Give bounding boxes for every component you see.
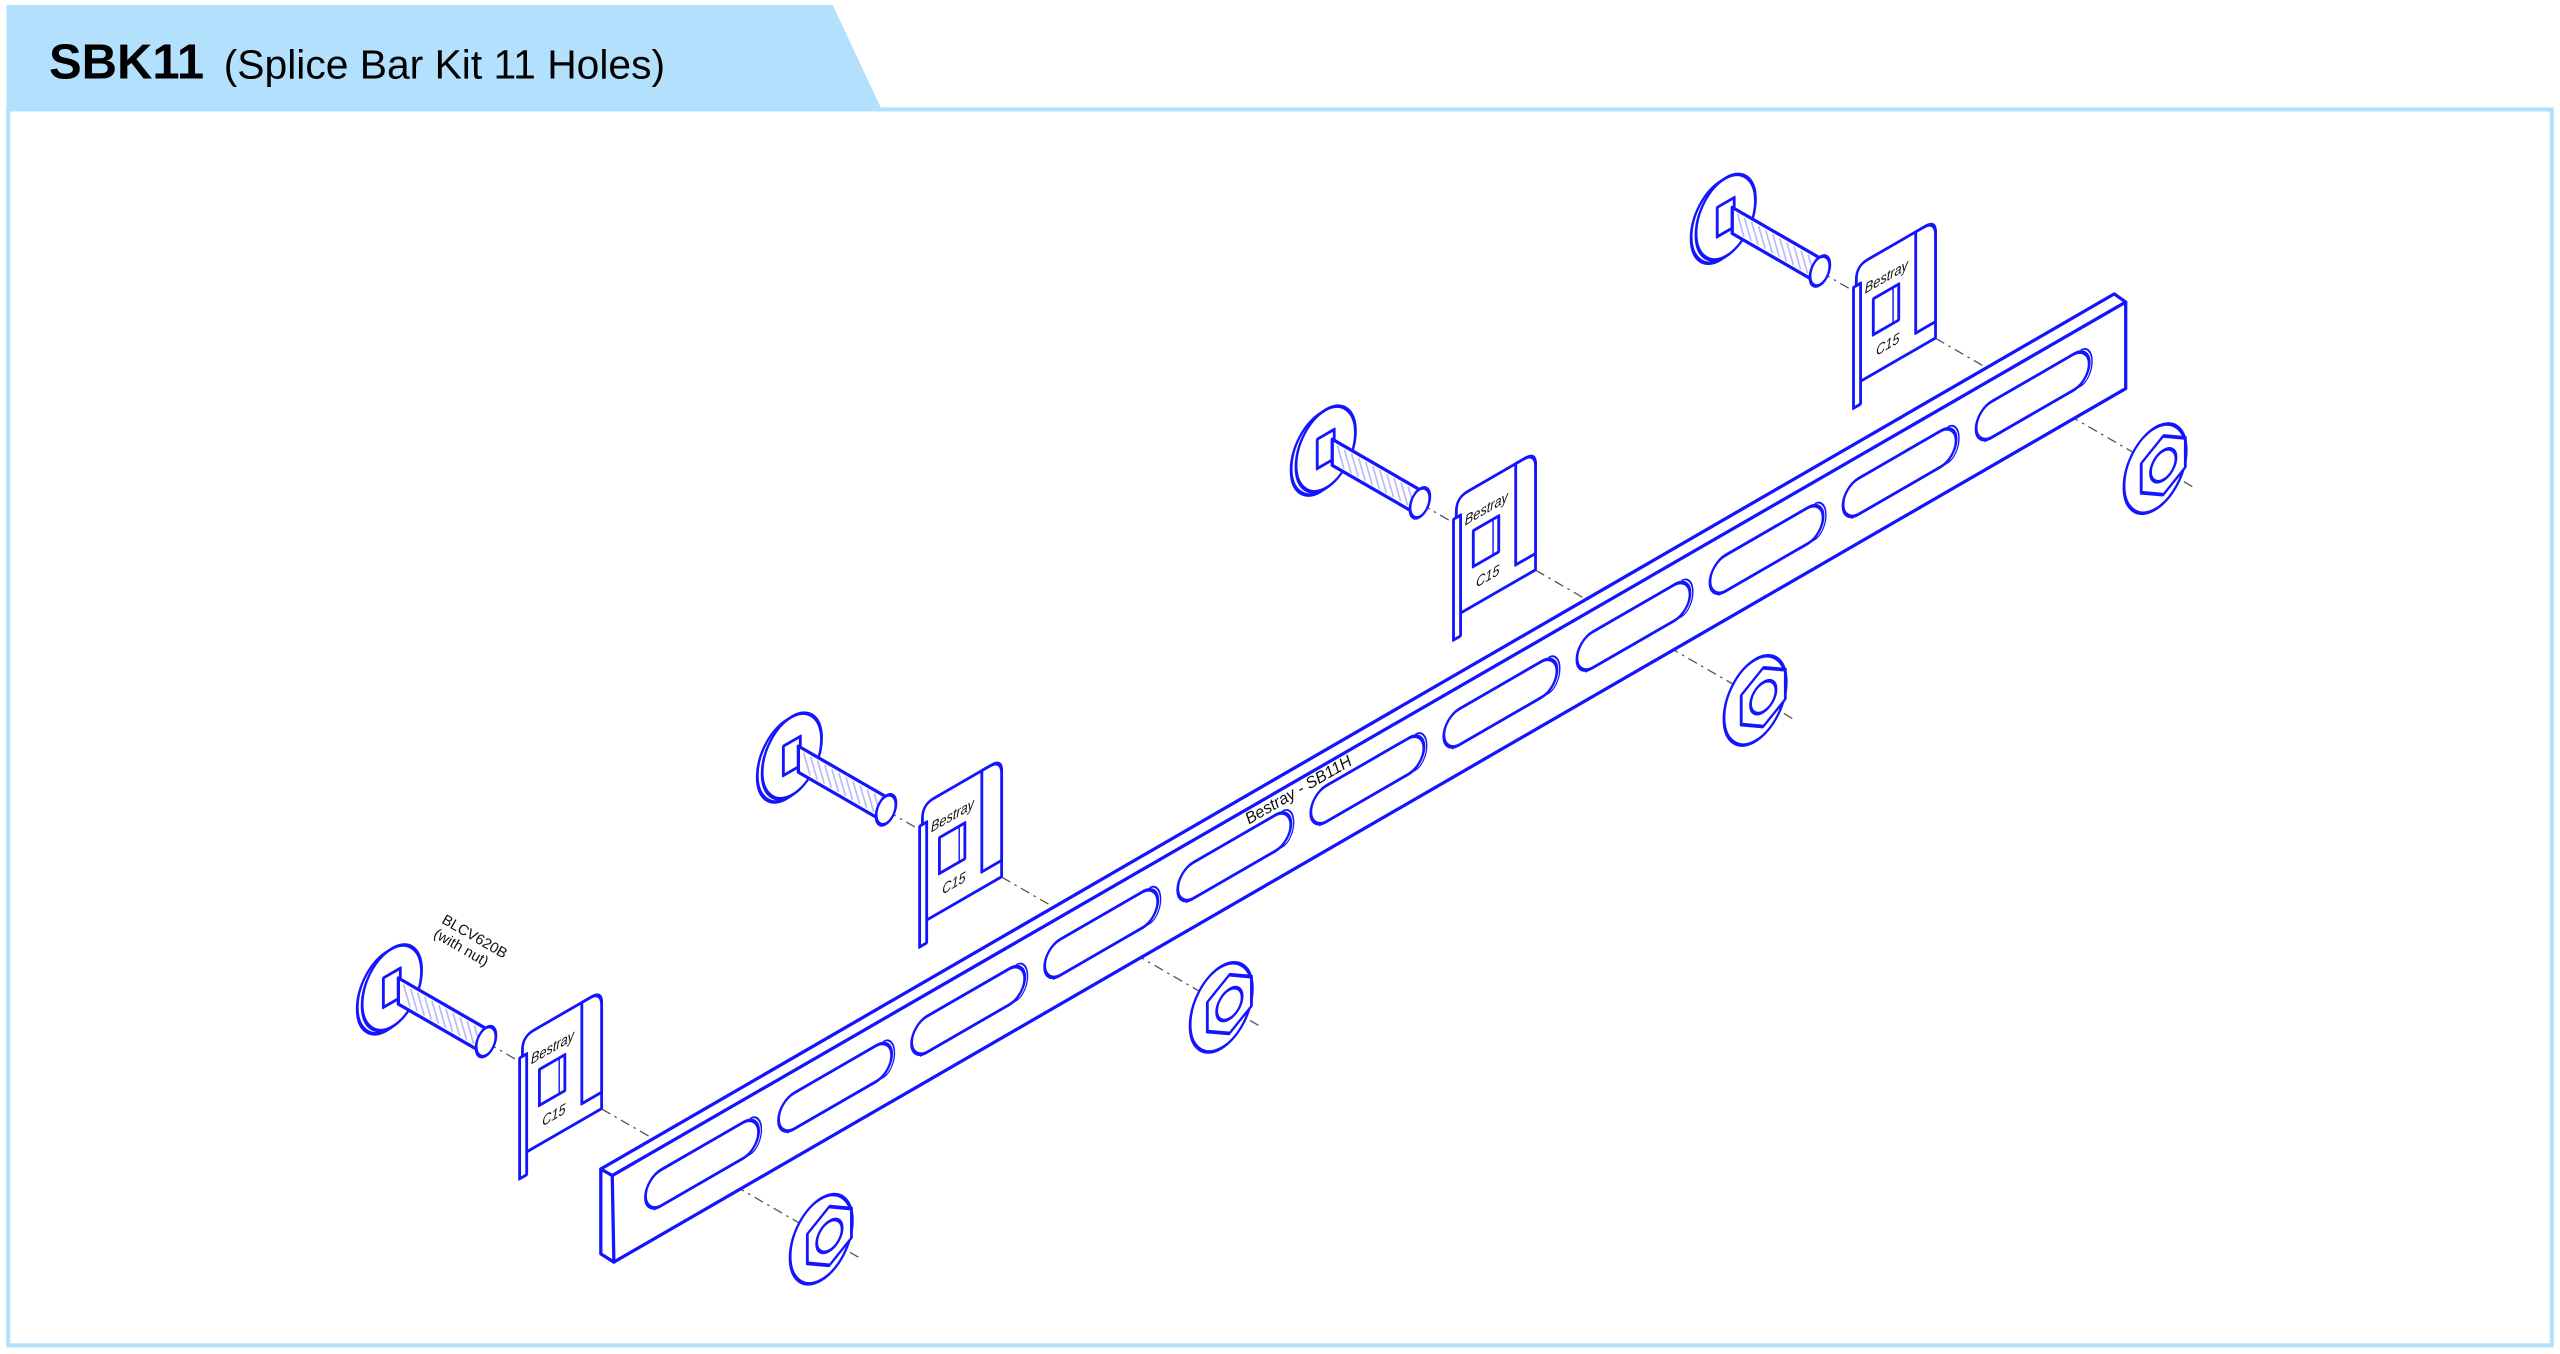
nut-hole — [1215, 985, 1244, 1023]
clip-edge — [1852, 281, 1862, 411]
bolt-tip — [1808, 254, 1832, 288]
nut-hole — [815, 1217, 844, 1255]
carriage-bolt — [355, 943, 498, 1059]
diagram-frame — [6, 107, 2554, 1348]
splice-bar-slot — [1442, 655, 1561, 750]
bolt-tip — [874, 792, 898, 827]
splice-bar-slot — [1841, 424, 1960, 520]
carriage-bolt — [1689, 172, 1832, 288]
header-title: SBK11 (Splice Bar Kit 11 Holes) — [49, 35, 665, 89]
carriage-bolt — [1289, 404, 1432, 520]
flange-nut — [788, 1192, 854, 1286]
splice-bar-slot — [1043, 885, 1162, 981]
clip-edge — [918, 820, 929, 949]
flange-nut — [2122, 422, 2188, 516]
nut-hole — [1749, 678, 1778, 716]
flange-nut — [1188, 960, 1254, 1054]
clip-edge — [1452, 513, 1462, 642]
splice-bar: Bestray - SB11H — [599, 292, 2128, 1264]
carriage-bolt — [755, 711, 898, 827]
splice-bar-slot — [1708, 501, 1827, 596]
exploded-assembly: BLCV620B(with nut)Bestray - SB11HBestray… — [355, 172, 2193, 1286]
flange-nut — [1722, 654, 1788, 747]
bolt-tip — [1408, 486, 1432, 520]
splice-bar-slot — [1575, 578, 1694, 673]
nut-hole — [2149, 447, 2178, 484]
splice-bar-slot — [1309, 732, 1428, 827]
product-description: (Splice Bar Kit 11 Holes) — [224, 41, 665, 87]
splice-bar-slot — [644, 1116, 763, 1211]
splice-bar-slot — [910, 962, 1029, 1057]
splice-bar-slot — [1974, 348, 2093, 443]
clip-square-hole — [1471, 514, 1501, 569]
splice-bar-slot — [777, 1039, 896, 1134]
clip-edge — [518, 1052, 529, 1181]
product-code: SBK11 — [49, 35, 204, 89]
splice-bar-slot — [1176, 809, 1295, 904]
header-tab — [6, 4, 882, 110]
bolt-tip — [474, 1024, 498, 1059]
